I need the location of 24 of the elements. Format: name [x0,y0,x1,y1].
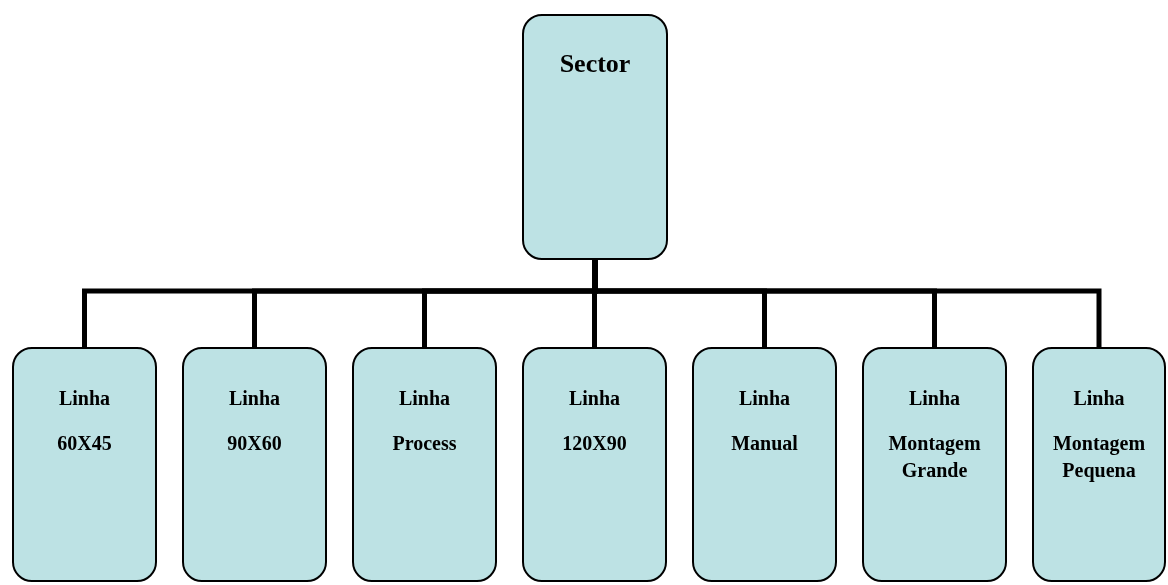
box-text: 60X45 [57,431,112,456]
org-box [182,347,327,582]
box-text: Manual [731,431,798,456]
box-text: Linha [568,386,621,411]
box-text: Montagem Grande [887,431,982,483]
box-text: Linha [58,386,111,411]
box-text: 120X90 [562,431,627,456]
box-text: Sector [559,48,631,80]
org-box [692,347,837,582]
org-box [862,347,1007,582]
box-text: Montagem Pequena [1051,431,1147,484]
box-text: Process [392,431,457,456]
org-box [352,347,497,582]
org-box [522,14,668,260]
org-box [522,347,667,582]
box-text: Linha [228,386,281,411]
box-text: Linha [908,386,961,411]
box-text: 90X60 [227,431,282,456]
org-box [1032,347,1166,582]
box-text: Linha [398,386,451,411]
box-text: Linha [1073,386,1125,411]
org-box [12,347,157,582]
box-text: Linha [738,386,791,411]
connector-line [592,260,1102,347]
